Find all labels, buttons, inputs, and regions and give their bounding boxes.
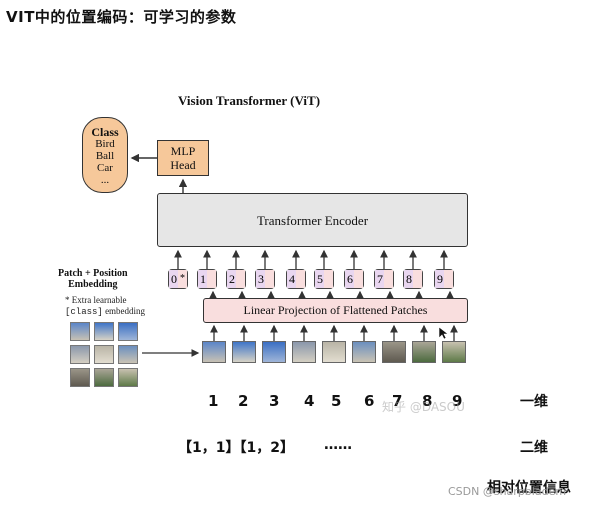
patch-8 — [412, 341, 436, 363]
class-token-marker: * — [178, 270, 187, 288]
class-item-ellipsis: ... — [100, 174, 110, 186]
grid-patch-8 — [94, 368, 114, 387]
two-d-label: 二维 — [520, 440, 548, 456]
patch-position-embedding-line2: Embedding — [68, 279, 118, 290]
watermark: 知乎 @DASOU — [382, 400, 465, 414]
patch-5 — [322, 341, 346, 363]
grid-patch-9 — [118, 368, 138, 387]
one-d-number-3: 3 — [269, 392, 280, 410]
one-d-number-5: 5 — [331, 392, 342, 410]
patch-3 — [262, 341, 286, 363]
token-0: 0 * — [168, 269, 188, 289]
token-3: 3 — [255, 269, 275, 289]
patch-position-embedding-label: Patch + Position Embedding — [58, 268, 128, 290]
class-item-ball: Ball — [95, 150, 115, 162]
one-d-number-1: 1 — [208, 392, 219, 410]
relative-position-label: 相对位置信息 — [487, 480, 571, 496]
linear-projection-box: Linear Projection of Flattened Patches — [203, 298, 468, 323]
token-8: 8 — [403, 269, 423, 289]
one-d-number-4: 4 — [304, 392, 315, 410]
one-d-number-6: 6 — [364, 392, 375, 410]
mouse-cursor-icon — [438, 326, 448, 340]
transformer-encoder-box: Transformer Encoder — [157, 193, 468, 247]
grid-patch-6 — [118, 345, 138, 364]
patch-4 — [292, 341, 316, 363]
grid-patch-5 — [94, 345, 114, 364]
mlp-head-line2: Head — [170, 158, 196, 172]
mlp-head-box: MLP Head — [157, 140, 209, 176]
class-output-box: Class Bird Ball Car ... — [82, 117, 128, 193]
mlp-head-line1: MLP — [170, 144, 196, 158]
one-d-number-9: 9 — [452, 392, 463, 410]
one-d-number-7: 7 — [392, 392, 403, 410]
token-2: 2 — [226, 269, 246, 289]
two-d-example: 【1，1】【1，2】 — [178, 440, 294, 456]
class-title: Class — [91, 125, 119, 139]
one-d-number-2: 2 — [238, 392, 249, 410]
one-d-label: 一维 — [520, 394, 548, 410]
page-heading: VIT中的位置编码：可学习的参数 — [6, 8, 237, 26]
patch-2 — [232, 341, 256, 363]
grid-patch-2 — [94, 322, 114, 341]
class-item-car: Car — [97, 162, 113, 174]
class-code-label: [class] — [65, 307, 103, 317]
class-item-bird: Bird — [95, 138, 115, 150]
patch-7 — [382, 341, 406, 363]
token-9: 9 — [434, 269, 454, 289]
patch-1 — [202, 341, 226, 363]
grid-patch-4 — [70, 345, 90, 364]
extra-learnable-note: * Extra learnable [class] embedding — [65, 295, 145, 318]
two-d-ellipsis: …… — [324, 437, 352, 453]
diagram-title: Vision Transformer (ViT) — [178, 93, 321, 108]
token-6: 6 — [344, 269, 364, 289]
grid-patch-1 — [70, 322, 90, 341]
token-7: 7 — [374, 269, 394, 289]
token-1: 1 — [197, 269, 217, 289]
grid-patch-3 — [118, 322, 138, 341]
grid-patch-7 — [70, 368, 90, 387]
input-image-grid — [70, 322, 140, 388]
csdn-credit: CSDN @sharpbladem — [448, 485, 567, 498]
patch-9 — [442, 341, 466, 363]
one-d-number-8: 8 — [422, 392, 433, 410]
token-5: 5 — [314, 269, 334, 289]
extra-learnable-line1: * Extra learnable — [65, 295, 127, 305]
embedding-word: embedding — [102, 306, 146, 316]
token-4: 4 — [286, 269, 306, 289]
patch-position-embedding-line1: Patch + Position — [58, 268, 128, 279]
patch-6 — [352, 341, 376, 363]
